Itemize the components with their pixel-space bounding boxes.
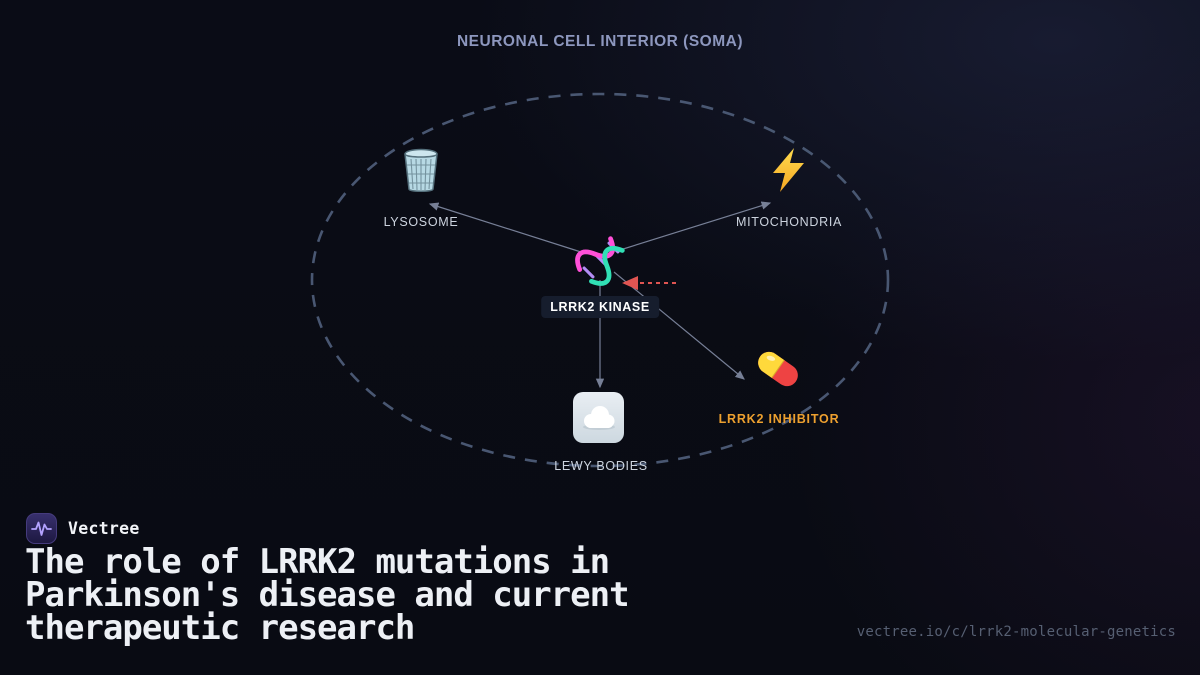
node-label-kinase: LRRK2 KINASE (541, 296, 659, 318)
arrow-kinase-to-mitochondria (619, 201, 772, 251)
headline: The role of LRRK2 mutations in Parkinson… (25, 542, 630, 648)
waveform-icon (26, 513, 57, 549)
pill-icon (751, 342, 805, 396)
arrow-kinase-to-inhibitor (613, 271, 745, 380)
trash-icon (395, 144, 447, 196)
dna-icon (574, 233, 628, 287)
arrow-kinase-to-lysosome (428, 202, 582, 253)
lightning-icon (764, 146, 812, 194)
cell-membrane-ellipse (310, 92, 890, 468)
headline-line-2: Parkinson's disease and current (25, 575, 630, 615)
page-url: vectree.io/c/lrrk2-molecular-genetics (856, 624, 1176, 640)
node-label-mitochondria: MITOCHONDRIA (735, 215, 843, 229)
node-label-inhibitor: LRRK2 INHIBITOR (718, 412, 840, 426)
node-label-lewy-bodies: LEWY BODIES (554, 459, 648, 473)
node-label-lysosome: LYSOSOME (383, 215, 459, 229)
headline-line-1: The role of LRRK2 mutations in (25, 542, 610, 582)
brand-name: Vectree (68, 519, 140, 538)
diagram-title: NEURONAL CELL INTERIOR (SOMA) (456, 33, 744, 50)
headline-line-3: therapeutic research (25, 608, 415, 648)
cloud-icon (572, 391, 625, 444)
